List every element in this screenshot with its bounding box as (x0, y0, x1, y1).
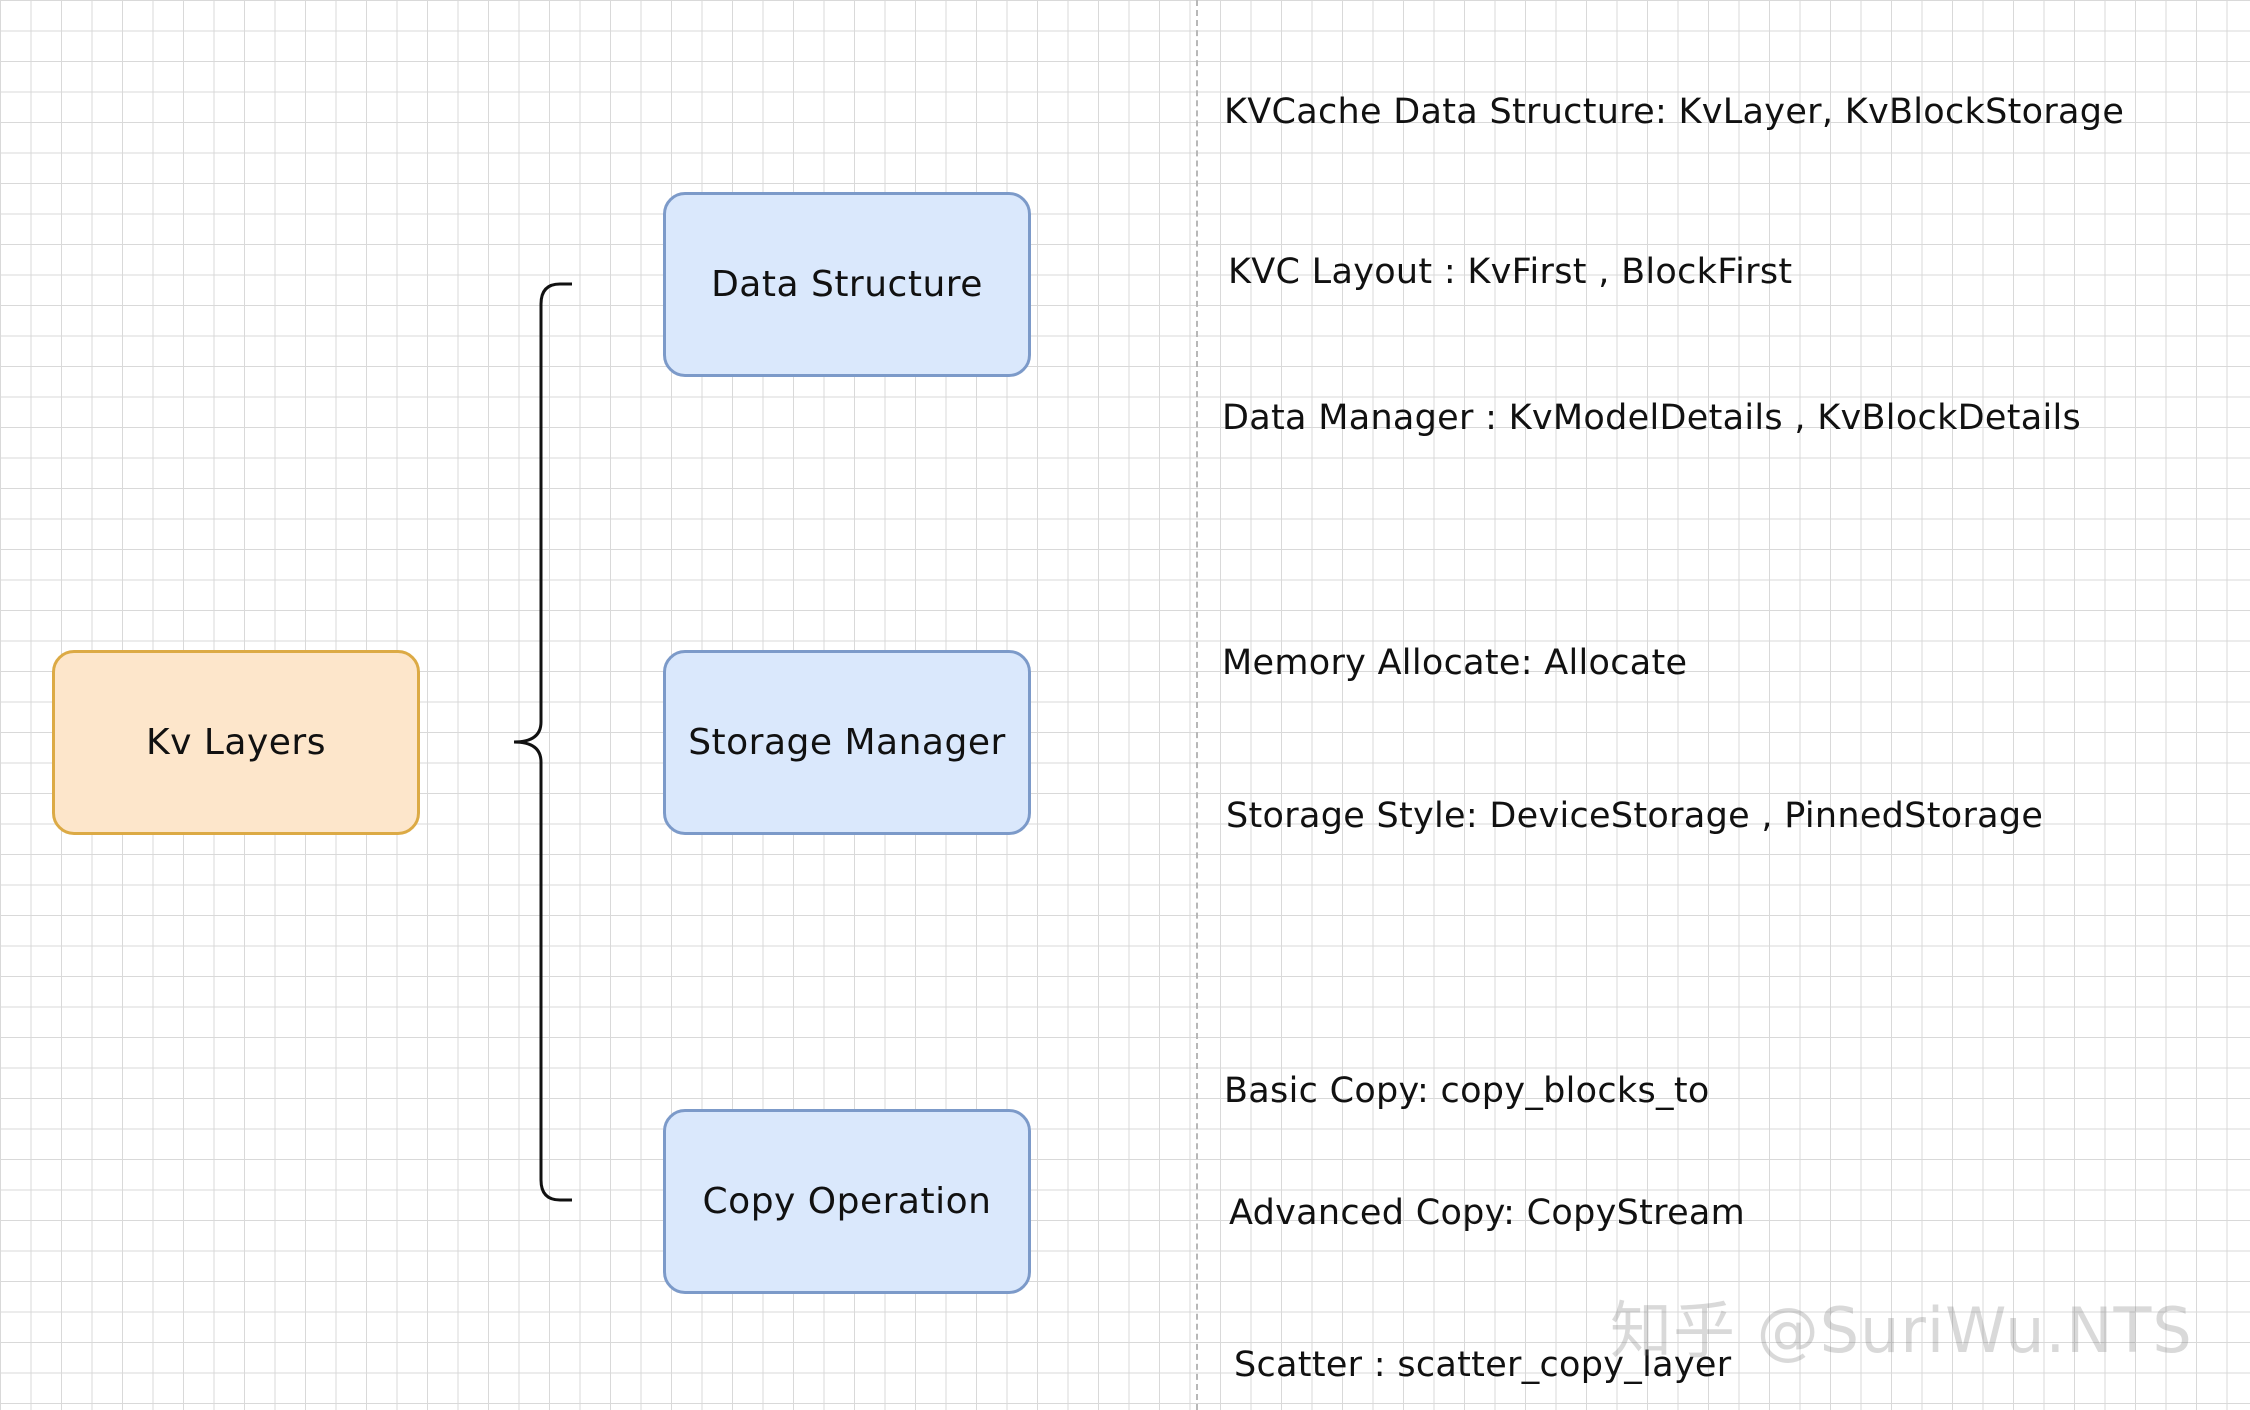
note-scatter: Scatter : scatter_copy_layer (1234, 1345, 1732, 1385)
brace-path (513, 282, 572, 1202)
watermark: 知乎 @SuriWu.NTS (1610, 1294, 2193, 1367)
dashed-divider (1196, 0, 1198, 1410)
node-copy-operation[interactable]: Copy Operation (663, 1109, 1031, 1294)
note-kvcache-data-structure: KVCache Data Structure: KvLayer, KvBlock… (1224, 92, 2125, 132)
node-storage-manager[interactable]: Storage Manager (663, 650, 1031, 835)
node-data-structure-label: Data Structure (711, 264, 983, 305)
note-storage-style: Storage Style: DeviceStorage , PinnedSto… (1226, 796, 2044, 836)
note-data-manager: Data Manager : KvModelDetails , KvBlockD… (1222, 398, 2082, 438)
note-memory-allocate: Memory Allocate: Allocate (1222, 643, 1688, 683)
node-data-structure[interactable]: Data Structure (663, 192, 1031, 377)
note-basic-copy: Basic Copy: copy_blocks_to (1224, 1071, 1710, 1111)
note-kvc-layout: KVC Layout : KvFirst , BlockFirst (1228, 252, 1793, 292)
root-node-label: Kv Layers (146, 722, 326, 763)
node-storage-manager-label: Storage Manager (688, 722, 1006, 763)
root-node-kv-layers[interactable]: Kv Layers (52, 650, 420, 835)
note-advanced-copy: Advanced Copy: CopyStream (1229, 1193, 1746, 1233)
node-copy-operation-label: Copy Operation (702, 1181, 992, 1222)
